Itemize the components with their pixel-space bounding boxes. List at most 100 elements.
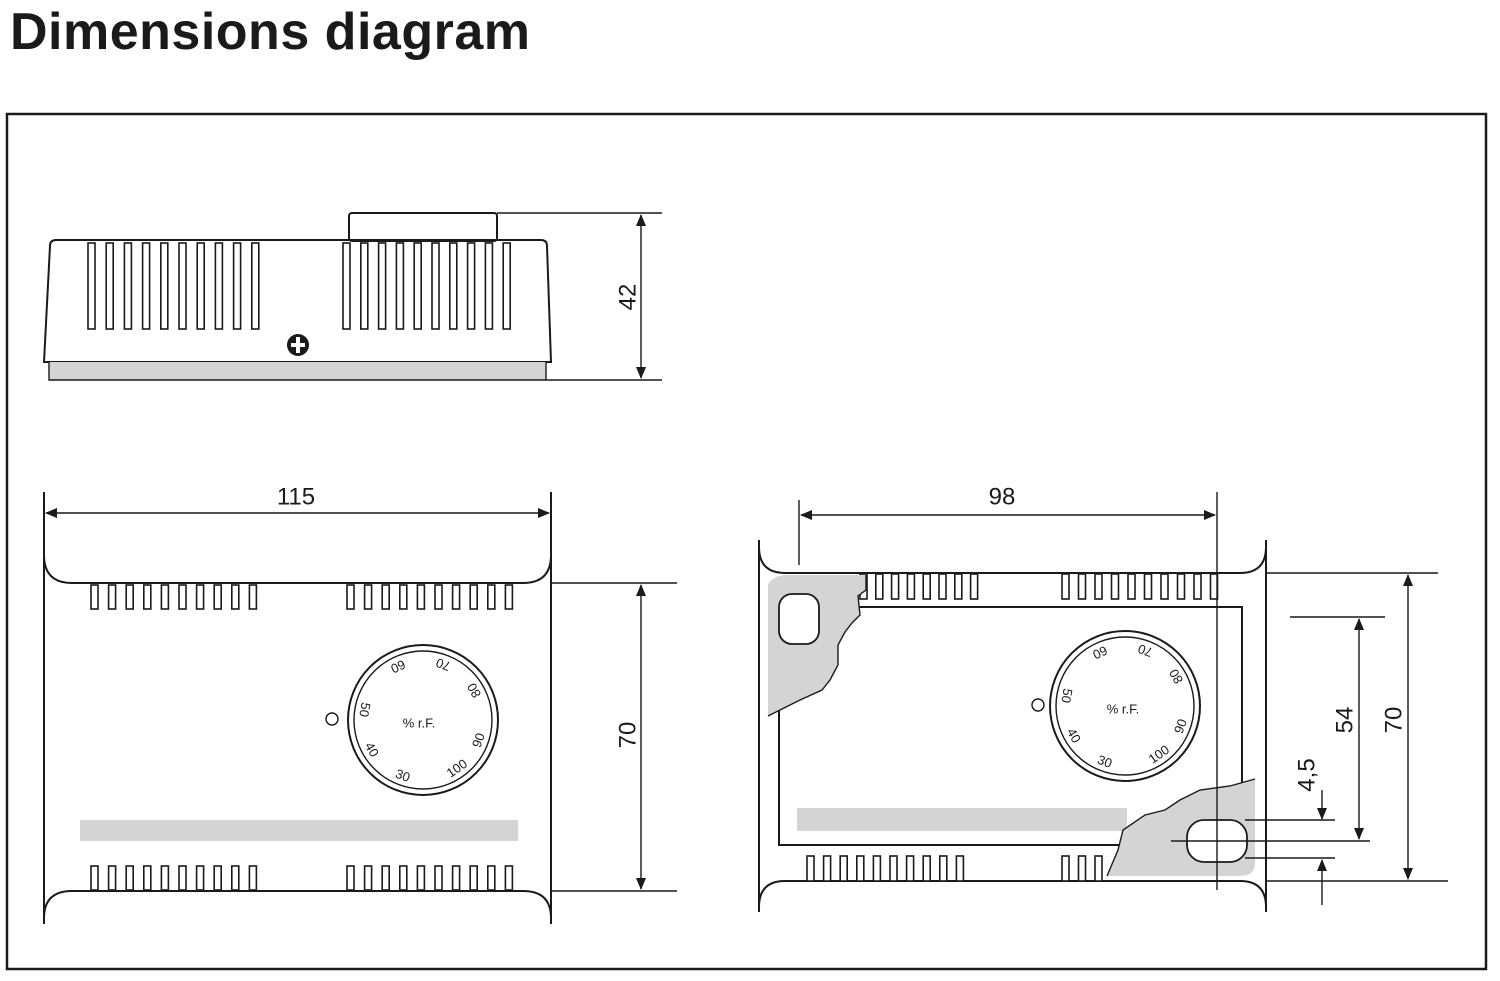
side-height-label: 42	[614, 284, 641, 311]
vent-slot	[251, 242, 260, 330]
vent-slot	[922, 855, 932, 882]
vent-slot	[359, 242, 369, 330]
vent-slot	[855, 855, 865, 882]
vent-slot	[416, 865, 426, 891]
vent-slot	[231, 584, 240, 610]
vent-slot	[469, 865, 479, 891]
vent-slot	[90, 584, 99, 610]
vent-slot	[123, 242, 133, 330]
vent-slot	[822, 855, 832, 882]
vent-slot	[107, 584, 117, 610]
side-housing	[42, 239, 553, 363]
vent-slot	[486, 584, 496, 610]
vent-slot	[451, 584, 461, 610]
vent-slot	[466, 242, 476, 330]
dial-scale-label: 50	[1058, 687, 1075, 704]
vent-slot	[1061, 855, 1070, 882]
side-knob	[348, 212, 498, 242]
vent-slot	[872, 855, 882, 882]
rear-mounting-hole-top-icon	[778, 593, 820, 645]
vent-slot	[214, 242, 224, 330]
dial-scale-label: 100	[1146, 742, 1172, 767]
vent-slot	[922, 573, 932, 600]
vent-slot	[1094, 855, 1103, 882]
front-vent-slots-bottom-left	[90, 865, 258, 891]
vent-slot	[484, 242, 494, 330]
vent-slot	[1193, 573, 1202, 600]
dial-scale-label: 80	[1166, 667, 1186, 687]
vent-slot	[141, 242, 151, 330]
side-screw-icon	[287, 334, 309, 356]
vent-slot	[125, 584, 134, 610]
vent-slot	[953, 573, 963, 600]
front-vent-slots-top-right	[346, 584, 514, 610]
vent-slot	[248, 865, 258, 891]
rear-vent-slots-bottom-left	[806, 855, 965, 882]
dial-scale-label: 80	[464, 681, 484, 701]
vent-slot	[248, 584, 258, 610]
vent-slot	[90, 865, 99, 891]
vent-slot	[178, 584, 187, 610]
dial-scale-label: 70	[1136, 641, 1155, 660]
vent-slot	[363, 865, 373, 891]
vent-slot	[938, 855, 948, 882]
vent-slot	[213, 865, 222, 891]
front-housing-sides	[43, 492, 552, 924]
vent-slot	[906, 573, 916, 600]
front-vent-slots-top-left	[90, 584, 258, 610]
vent-slot	[381, 865, 391, 891]
vent-slot	[938, 573, 947, 600]
vent-slot	[196, 242, 205, 330]
vent-slot	[889, 855, 898, 882]
vent-slot	[342, 242, 351, 330]
vent-slot	[398, 584, 408, 610]
side-vent-slots-left	[87, 242, 260, 330]
vent-slot	[1143, 573, 1153, 600]
vent-slot	[178, 865, 187, 891]
vent-slot	[413, 242, 423, 330]
front-dial-unit-label: % r.F.	[403, 715, 436, 730]
front-width-label: 115	[277, 483, 315, 510]
vent-slot	[451, 865, 461, 891]
vent-slot	[416, 584, 426, 610]
side-view: 42	[42, 212, 662, 381]
vent-slot	[160, 865, 170, 891]
vent-slot	[143, 584, 152, 610]
dial-scale-label: 60	[388, 657, 407, 677]
dial-scale-label: 90	[469, 731, 488, 750]
front-label-strip	[80, 820, 518, 841]
vent-slot	[346, 584, 355, 610]
rear-vent-slots-top-left	[859, 573, 979, 600]
vent-slot	[381, 584, 391, 610]
rear-vent-slots-bottom-right	[1061, 855, 1103, 882]
rear-width-label: 98	[989, 483, 1016, 510]
rear-height-label: 70	[1380, 707, 1407, 734]
rear-housing-sides	[758, 540, 1267, 912]
vent-slot	[105, 242, 114, 330]
vent-slot	[195, 865, 205, 891]
vent-slot	[502, 242, 512, 330]
front-height-label: 70	[614, 722, 641, 749]
vent-slot	[346, 865, 355, 891]
vent-slot	[398, 865, 408, 891]
rear-indicator-icon	[1031, 698, 1045, 712]
vent-slot	[107, 865, 117, 891]
rear-dial-unit-label: % r.F.	[1107, 701, 1140, 716]
rear-vent-slots-top-right	[1061, 573, 1219, 600]
vent-slot	[874, 573, 884, 600]
dial-scale-label: 90	[1171, 717, 1190, 736]
vent-slot	[1110, 573, 1120, 600]
vent-slot	[434, 584, 443, 610]
front-indicator-icon	[325, 712, 339, 726]
rear-cutaway-top-left	[768, 575, 866, 716]
vent-slot	[469, 584, 479, 610]
side-vent-slots-right	[342, 242, 512, 330]
vent-slot	[905, 855, 915, 882]
vent-slot	[955, 855, 965, 882]
rear-hole-spacing-label: 54	[1331, 707, 1358, 734]
